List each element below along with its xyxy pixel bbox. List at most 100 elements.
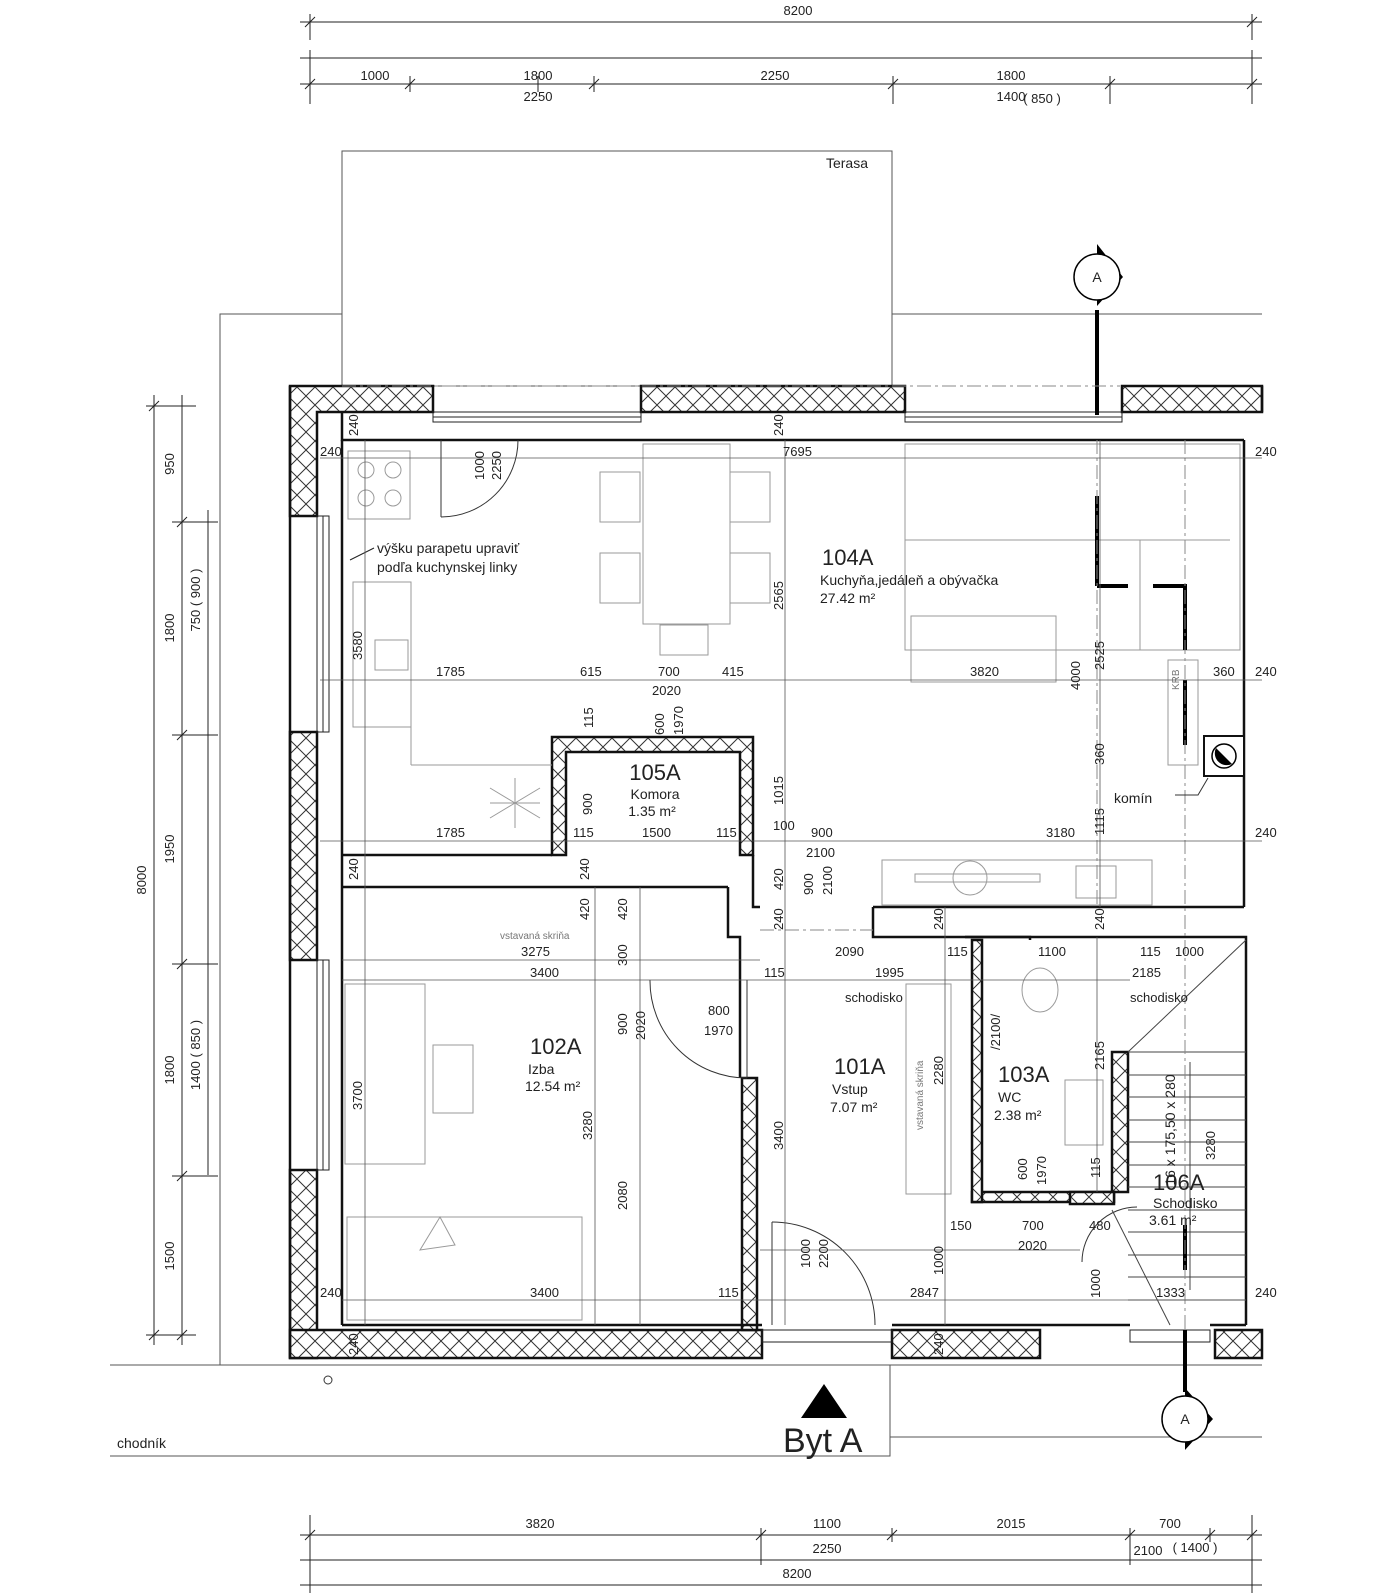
room-106a: 106A Schodisko 3.61 m² [1149,1170,1218,1228]
wardrobe-label-1: vstavaná skriňa [500,931,570,942]
dim-115-e: 115 [1140,944,1161,959]
dim-115-g: 115 [1088,1157,1103,1178]
left-dim-4: 1800 [162,1056,177,1085]
dim-800: 800 [708,1003,730,1018]
room-area: 3.61 m² [1149,1212,1197,1228]
room-area: 7.07 m² [830,1099,878,1115]
dim-360-a: 360 [1213,664,1235,679]
section-marker-bottom-label: A [1180,1411,1190,1427]
left-dim-3: 1950 [162,835,177,864]
dim-240-o: 240 [931,1333,946,1355]
dim-1500: 1500 [642,825,671,840]
dim-240-j: 240 [931,908,946,930]
apartment-label: Byt A [783,1422,863,1460]
dim-3280-a: 3280 [580,1111,595,1140]
chimney [1175,735,1245,796]
left-sub-dim-2: 1400 ( 850 ) [188,1020,203,1090]
dim-240-m: 240 [1255,1285,1277,1300]
bottom-dim-row2-a: 2250 [813,1541,842,1556]
dim-2525: 2525 [1092,641,1107,670]
furniture [344,443,1241,1321]
bottom-dim-row2-b-paren: ( 1400 ) [1173,1540,1218,1555]
top-dim-3: 2250 [761,68,790,83]
dim-1785-b: 1785 [436,825,465,840]
dim-700-a: 700 [658,664,680,679]
chimney-label: komín [1114,790,1152,806]
dim-360-b: 360 [1092,743,1107,765]
dim-240-h: 240 [577,858,592,880]
room-area: 12.54 m² [525,1078,581,1094]
dim-420-a: 420 [771,868,786,890]
room-number: 105A [629,760,681,785]
dim-115-a: 115 [581,707,596,728]
dim-115-b: 115 [573,825,594,840]
walls-lines [288,386,1264,1358]
dim-3280-b: 3280 [1203,1131,1218,1160]
dim-240-k: 240 [1092,908,1107,930]
dim-700-b: 700 [1022,1218,1044,1233]
inner-dimension-texts: 240 240 240 7695 240 1000 2250 2565 3580… [320,414,1277,1355]
dim-100: 100 [773,818,795,833]
dim-1000-c: 1000 [798,1239,813,1268]
dim-3400-b: 3400 [771,1121,786,1150]
dim-150: 150 [950,1218,972,1233]
dim-1785-a: 1785 [436,664,465,679]
windows [316,411,1211,1343]
bottom-dim-3: 2015 [997,1516,1026,1531]
room-number: 101A [834,1054,886,1079]
dim-2280: 2280 [931,1056,946,1085]
dim-2565: 2565 [771,581,786,610]
room-name: Izba [528,1061,555,1077]
dim-240-i: 240 [771,908,786,930]
left-dimensions [146,395,218,1345]
room-area: 27.42 m² [820,590,876,606]
room-area: 1.35 m² [628,803,676,819]
bottom-dim-1: 3820 [526,1516,555,1531]
wardrobe-label-2: vstavaná skriňa [915,1060,926,1130]
dim-115-c: 115 [716,825,737,840]
dim-2200: 2200 [816,1239,831,1268]
room-number: 102A [530,1034,582,1059]
top-dim-2: 1800 [524,68,553,83]
dim-240-d: 240 [1255,444,1277,459]
dim-240-a: 240 [346,414,361,436]
dim-1970-a: 1970 [671,706,686,735]
dim-2100-slash: /2100/ [988,1013,1003,1050]
top-dim-row2-b-paren: ( 850 ) [1023,91,1061,106]
dim-1100: 1100 [1038,944,1066,959]
dim-240-c: 240 [771,414,786,436]
room-102a: 102A Izba 12.54 m² [525,1034,582,1094]
sidewalk-label: chodník [117,1435,167,1451]
top-dim-1: 1000 [361,68,390,83]
left-dim-2: 1800 [162,614,177,643]
dim-1015: 1015 [771,776,786,805]
room-103a: 103A WC 2.38 m² [994,1062,1050,1123]
dim-3400-c: 3400 [530,1285,559,1300]
top-dim-row2-b: 1400 [997,89,1026,104]
dim-115-h: 115 [718,1285,739,1300]
dim-420-c: 420 [615,898,630,920]
top-total-dim: 8200 [784,3,813,18]
site-lines [110,150,1262,1457]
dim-240-b: 240 [320,444,342,459]
dim-3580: 3580 [350,631,365,660]
top-dim-4: 1800 [997,68,1026,83]
room-name: WC [998,1089,1021,1105]
dim-2080: 2080 [615,1181,630,1210]
bottom-dim-4: 700 [1159,1516,1181,1531]
stairs-label-2: schodisko [1130,990,1188,1005]
dim-240-n: 240 [346,1333,361,1355]
dim-600-a: 600 [652,713,667,735]
left-sub-dim-1: 750 ( 900 ) [188,569,203,632]
parapet-note-1: výšku parapetu upraviť [377,540,520,556]
inner-dimension-lines [320,440,1262,1325]
left-dim-1: 950 [162,453,177,475]
dim-2020-a: 2020 [652,683,681,698]
room-104a: 104A Kuchyňa,jedáleň a obývačka 27.42 m² [820,545,998,606]
room-105a: 105A Komora 1.35 m² [628,760,681,819]
dim-115-d: 115 [947,944,968,959]
dim-2020-c: 2020 [1018,1238,1047,1253]
dim-2100-b: 2100 [820,866,835,895]
dim-1970-c: 1970 [1034,1156,1049,1185]
